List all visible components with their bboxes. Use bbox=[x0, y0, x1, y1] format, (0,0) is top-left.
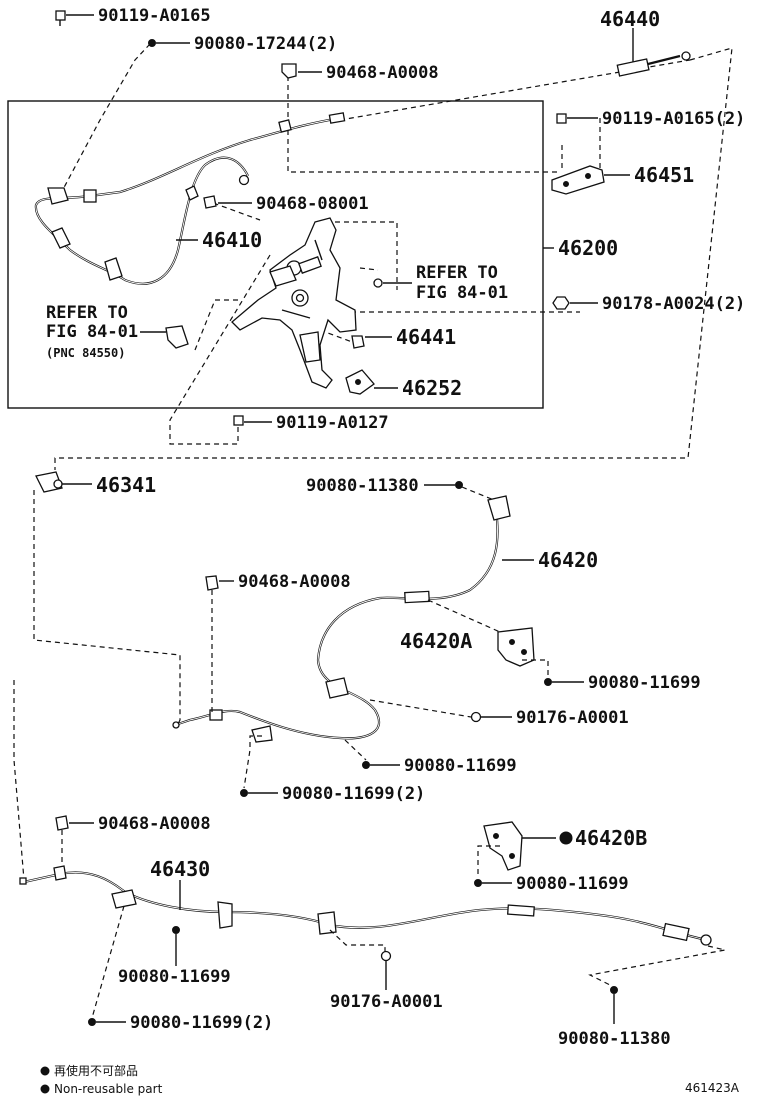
cable-46430 bbox=[19, 865, 712, 946]
refer-bolt-right bbox=[373, 278, 412, 288]
label-90080-11699-b: 90080-11699 bbox=[404, 756, 517, 776]
refer-part-left bbox=[140, 325, 189, 349]
label-90080-11699-a: 90080-11699 bbox=[588, 673, 701, 693]
label-46420B: 46420B bbox=[575, 826, 647, 850]
refer-to-left-line2: FIG 84-01 bbox=[46, 322, 138, 342]
guide-46341 bbox=[33, 490, 181, 729]
nut-90176-A0001-b bbox=[329, 929, 392, 990]
clip-90468-A0008-low bbox=[55, 815, 94, 870]
label-90176-A0001-b: 90176-A0001 bbox=[330, 992, 443, 1012]
label-46451: 46451 bbox=[634, 163, 694, 187]
clip-90468-A0008-mid bbox=[205, 575, 234, 712]
bolt-90080-11699-c bbox=[474, 879, 512, 887]
legend: 再使用不可部品 Non-reusable part bbox=[40, 1063, 163, 1096]
label-90080-11699-2-b: 90080-11699(2) bbox=[130, 1013, 273, 1033]
bracket-46420A bbox=[427, 599, 549, 676]
bolt-90080-11699-d bbox=[172, 926, 180, 966]
label-90176-A0001-a: 90176-A0001 bbox=[516, 708, 629, 728]
part-46252 bbox=[345, 369, 398, 395]
part-46341 bbox=[35, 471, 92, 493]
label-90080-11380-top: 90080-11380 bbox=[306, 476, 419, 496]
legend-text-en: Non-reusable part bbox=[54, 1082, 163, 1096]
label-90468-A0008-low: 90468-A0008 bbox=[98, 814, 211, 834]
label-90080-17244-2: 90080-17244(2) bbox=[194, 34, 337, 54]
bolt-90119-A0127 bbox=[233, 415, 272, 426]
refer-to-right-line2: FIG 84-01 bbox=[416, 283, 508, 303]
bolt-90119-A0165 bbox=[55, 10, 94, 26]
label-90468-A0008-mid: 90468-A0008 bbox=[238, 572, 351, 592]
label-90468-08001: 90468-08001 bbox=[256, 194, 369, 214]
nut-90178-A0024 bbox=[552, 296, 598, 310]
bracket-46451 bbox=[551, 165, 630, 195]
refer-to-left-line1: REFER TO bbox=[46, 303, 128, 323]
bolt-90080-11699-a bbox=[544, 678, 584, 686]
cable-46420 bbox=[172, 495, 534, 743]
label-46410: 46410 bbox=[202, 228, 262, 252]
legend-marker-en bbox=[40, 1084, 50, 1094]
guide-46430-left bbox=[13, 680, 25, 881]
label-46420: 46420 bbox=[538, 548, 598, 572]
nut-90176-A0001-a bbox=[369, 699, 512, 723]
cable-46410 bbox=[34, 112, 346, 285]
label-90080-11699-2-a: 90080-11699(2) bbox=[282, 784, 425, 804]
label-46430: 46430 bbox=[150, 857, 210, 881]
label-46441: 46441 bbox=[396, 325, 456, 349]
legend-marker-cn bbox=[40, 1066, 50, 1076]
bolt-90080-11380-top bbox=[424, 481, 495, 501]
legend-text-cn: 再使用不可部品 bbox=[54, 1063, 138, 1078]
label-90119-A0127: 90119-A0127 bbox=[276, 413, 389, 433]
clip-90468-08001 bbox=[203, 195, 252, 209]
clip-90468-A0008-top bbox=[281, 63, 322, 79]
label-90119-A0165: 90119-A0165 bbox=[98, 6, 211, 26]
refer-to-left-pnc: (PNC 84550) bbox=[46, 346, 125, 360]
bolt-90119-A0165-2 bbox=[556, 113, 598, 124]
label-46420A: 46420A bbox=[400, 629, 472, 653]
label-46440: 46440 bbox=[600, 7, 660, 31]
label-90468-A0008-top: 90468-A0008 bbox=[326, 63, 439, 83]
label-46252: 46252 bbox=[402, 376, 462, 400]
label-46341: 46341 bbox=[96, 473, 156, 497]
bolt-90080-11699-2-a bbox=[240, 735, 278, 797]
diagram-id: 461423A bbox=[685, 1081, 740, 1095]
dashed-guides bbox=[54, 43, 733, 470]
pedal-assembly bbox=[231, 217, 357, 389]
label-90080-11699-c: 90080-11699 bbox=[516, 874, 629, 894]
assembly-46200-frame bbox=[7, 100, 544, 409]
label-46200: 46200 bbox=[558, 236, 618, 260]
refer-to-right-line1: REFER TO bbox=[416, 263, 498, 283]
bracket-46420B bbox=[477, 821, 556, 878]
bolt-90080-11699-b bbox=[344, 739, 400, 769]
label-90080-11699-d: 90080-11699 bbox=[118, 967, 231, 987]
bolt-90080-11699-2-b bbox=[88, 905, 126, 1026]
non-reusable-marker-46420B bbox=[559, 831, 573, 845]
part-46441 bbox=[351, 335, 392, 349]
bolt-90080-11380-low bbox=[588, 945, 726, 1024]
label-90178-A0024-2: 90178-A0024(2) bbox=[602, 294, 745, 314]
bolt-90080-17244 bbox=[148, 39, 190, 47]
label-90080-11380-low: 90080-11380 bbox=[558, 1029, 671, 1049]
cable-46440 bbox=[616, 28, 691, 77]
label-90119-A0165-2: 90119-A0165(2) bbox=[602, 109, 745, 129]
